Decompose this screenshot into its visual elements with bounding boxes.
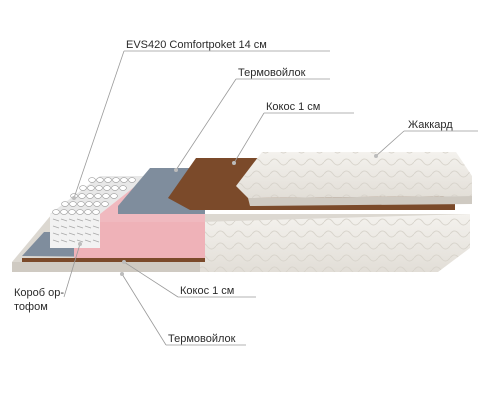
jacquard-top-cover (236, 152, 472, 206)
spring-coil (61, 201, 69, 207)
spring-coil-side (68, 232, 76, 236)
callout-top-felt: Термовойлок (238, 67, 306, 79)
callout-top-coir: Кокос 1 см (266, 101, 321, 113)
spring-coil (78, 193, 86, 199)
spring-coil (68, 209, 76, 215)
leader-dot (120, 272, 124, 276)
spring-coil-side (92, 239, 100, 243)
callout-bottom-felt: Термовойлок (168, 333, 236, 345)
bottom-coir-layer (22, 258, 205, 262)
callout-box: Короб ор-тофом (14, 287, 65, 313)
spring-coil (92, 209, 100, 215)
spring-coil-side (68, 225, 76, 229)
spring-coil-side (92, 218, 100, 222)
leader-dot (374, 154, 378, 158)
callout-jacquard: Жаккард (408, 119, 453, 131)
spring-coil (102, 193, 110, 199)
spring-coil-side (76, 225, 84, 229)
spring-coil (103, 185, 111, 191)
spring-coil-side (52, 225, 60, 229)
spring-coil (104, 177, 112, 183)
pocket-spring-block (50, 176, 148, 248)
spring-coil-side (92, 225, 100, 229)
spring-coil (77, 201, 85, 207)
spring-coil (76, 209, 84, 215)
leader-lines (63, 50, 478, 346)
spring-coil (79, 185, 87, 191)
spring-coil-side (68, 218, 76, 222)
spring-coil-side (84, 225, 92, 229)
leader-dot (232, 161, 236, 165)
spring-coil-side (84, 232, 92, 236)
spring-coil (85, 201, 93, 207)
spring-coil (84, 209, 92, 215)
spring-coil (110, 193, 118, 199)
spring-coil (96, 177, 104, 183)
leader-dot (174, 168, 178, 172)
spring-coil (93, 201, 101, 207)
spring-coil (88, 177, 96, 183)
spring-coil (119, 185, 127, 191)
spring-coil (94, 193, 102, 199)
callout-bottom-coir: Кокос 1 см (180, 285, 235, 297)
spring-coil (52, 209, 60, 215)
spring-coil (60, 209, 68, 215)
spring-coil-side (76, 232, 84, 236)
spring-coil (128, 177, 136, 183)
spring-coil-side (92, 232, 100, 236)
spring-coil-side (52, 239, 60, 243)
leader-dot (78, 242, 82, 246)
spring-coil-side (84, 239, 92, 243)
spring-coil (87, 185, 95, 191)
spring-coil (101, 201, 109, 207)
spring-coil (69, 201, 77, 207)
spring-coil-side (52, 232, 60, 236)
leader-dot (72, 196, 76, 200)
spring-coil-side (52, 218, 60, 222)
spring-coil (112, 177, 120, 183)
spring-coil-side (60, 239, 68, 243)
spring-coil (111, 185, 119, 191)
spring-coil-side (84, 218, 92, 222)
spring-coil (95, 185, 103, 191)
leader-dot (122, 260, 126, 264)
spring-coil-side (60, 232, 68, 236)
spring-coil-side (68, 239, 76, 243)
callout-top-spring: EVS420 Comfortpoket 14 см (126, 39, 267, 51)
spring-coil-side (60, 225, 68, 229)
spring-coil-side (60, 218, 68, 222)
spring-coil-side (76, 218, 84, 222)
spring-coil (86, 193, 94, 199)
spring-coil (120, 177, 128, 183)
spring-coil-side (76, 239, 84, 243)
